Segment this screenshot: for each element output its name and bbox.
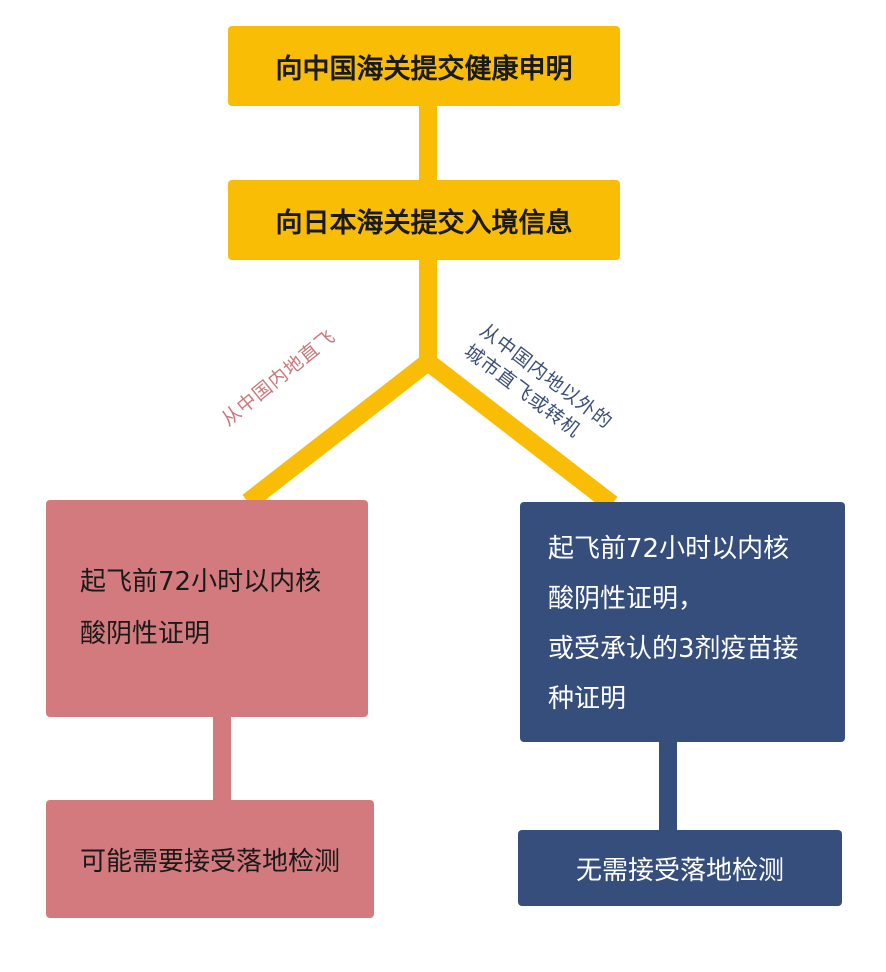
left-result-box: 可能需要接受落地检测 (46, 800, 374, 918)
left-requirement-line: 酸阴性证明 (80, 619, 211, 649)
step-entry-info-text: 向日本海关提交入境信息 (275, 207, 573, 239)
right-requirement-line: 种证明 (548, 684, 627, 714)
left-result-text: 可能需要接受落地检测 (79, 846, 340, 877)
right-requirement-box: 起飞前72小时以内核 酸阴性证明， 或受承认的3剂疫苗接 种证明 (520, 502, 845, 742)
right-requirement-line: 或受承认的3剂疫苗接 (548, 634, 799, 664)
connector-fork-to-right (422, 354, 618, 512)
right-requirement-line: 酸阴性证明， (548, 584, 705, 614)
connector-fork-to-left (242, 354, 434, 510)
step-health-declaration-text: 向中国海关提交健康申明 (275, 53, 573, 85)
step-health-declaration: 向中国海关提交健康申明 (228, 26, 620, 106)
right-requirement-line: 起飞前72小时以内核 (548, 534, 790, 564)
right-result-box: 无需接受落地检测 (518, 830, 842, 906)
left-requirement-box: 起飞前72小时以内核 酸阴性证明 (46, 500, 368, 717)
right-result-text: 无需接受落地检测 (575, 855, 784, 886)
left-requirement-line: 起飞前72小时以内核 (80, 567, 322, 597)
step-entry-info: 向日本海关提交入境信息 (228, 180, 620, 260)
